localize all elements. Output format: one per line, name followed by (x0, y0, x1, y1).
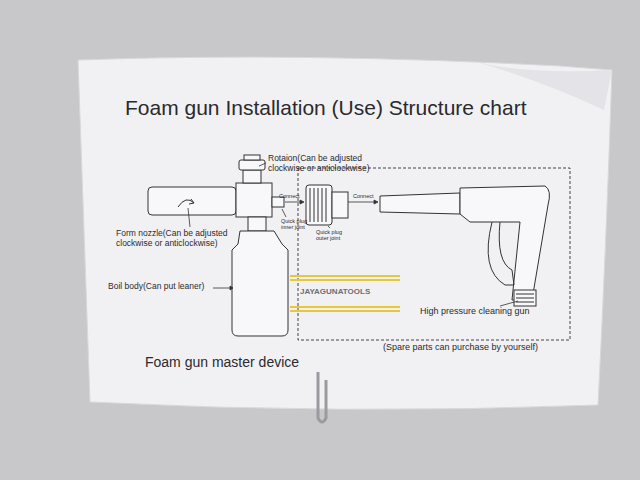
pressure-gun (380, 186, 549, 306)
caption: Foam gun master device (145, 354, 299, 370)
connect-label: Connect (353, 193, 374, 199)
watermark-stripes (290, 276, 400, 311)
quick-plug (306, 185, 348, 225)
wall-hook (318, 372, 326, 422)
paper-sheet (78, 57, 612, 409)
note: (Spare parts can purchase by yourself) (383, 342, 538, 352)
connect-label: Connect (279, 193, 300, 199)
dashed-box (298, 168, 570, 340)
leader-line (188, 163, 518, 306)
part-label: Rotaion(Can be adjusted clockwise or ant… (268, 154, 386, 174)
watermark: JAYAGUNATOOLS (300, 287, 370, 296)
chart-title: Foam gun Installation (Use) Structure ch… (125, 96, 527, 120)
part-label: Quick plug outer joint (316, 229, 352, 242)
part-label: Boil body(Can put leaner) (108, 282, 204, 292)
part-label: Quick plug inner joint (281, 218, 315, 231)
part-label: Form nozzle(Can be adjusted clockwise or… (116, 229, 244, 249)
part-label: High pressure cleaning gun (420, 306, 530, 316)
